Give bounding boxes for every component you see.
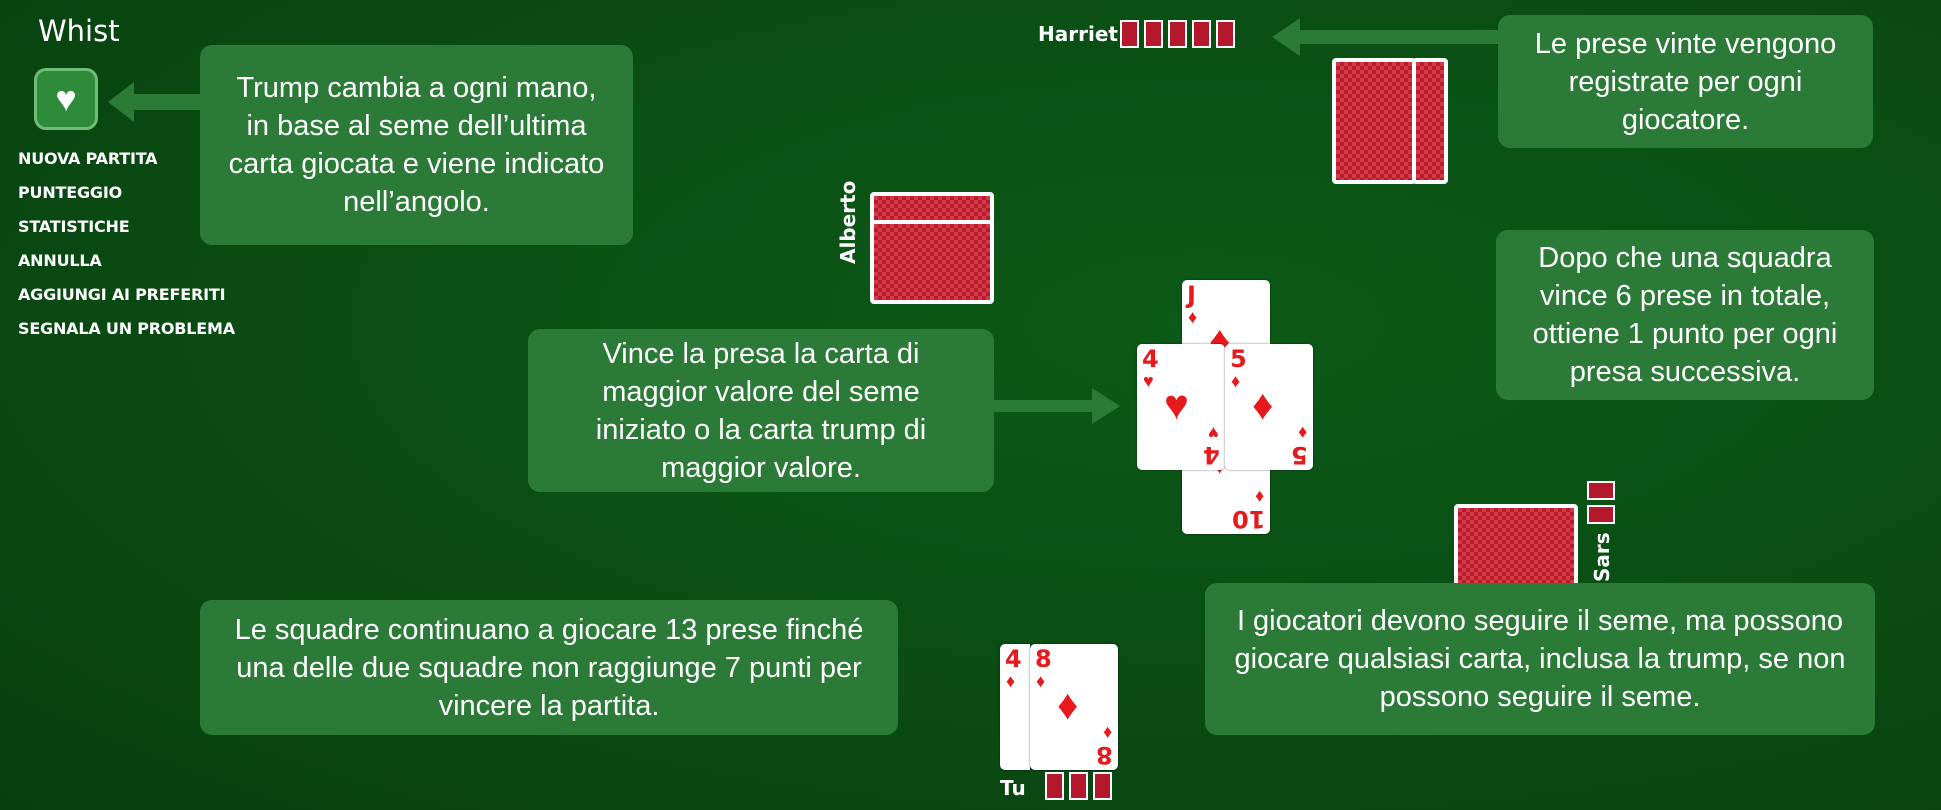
player-name-west: Alberto: [836, 180, 860, 264]
player-name-north: Harriet: [1038, 22, 1118, 46]
menu-statistics[interactable]: STATISTICHE: [18, 217, 130, 236]
tip-trump: Trump cambia a ogni mano, in base al sem…: [200, 45, 633, 245]
trick-marker: [1093, 772, 1112, 800]
menu-undo[interactable]: ANNULLA: [18, 251, 102, 270]
tip-game-end: Le squadre continuano a giocare 13 prese…: [200, 600, 898, 735]
trick-marker: [1069, 772, 1088, 800]
tricks-won-south: [1045, 772, 1112, 800]
heart-icon: ♥: [1143, 371, 1154, 391]
trick-marker: [1168, 20, 1187, 48]
tricks-won-north: [1120, 20, 1235, 48]
trump-indicator: ♥: [34, 68, 98, 130]
heart-icon: ♥: [1208, 423, 1219, 443]
trick-marker: [1120, 20, 1139, 48]
trick-marker: [1587, 481, 1615, 500]
hand-card[interactable]: 8 ♦ ♦ ♦ 8: [1030, 644, 1118, 770]
player-name-south: Tu: [1000, 776, 1026, 800]
hand-card[interactable]: 4 ♦: [1000, 644, 1030, 770]
trick-marker: [1216, 20, 1235, 48]
trick-card-right: 5 ♦ ♦ ♦ 5: [1225, 344, 1313, 470]
card-back-north: [1412, 58, 1448, 184]
tip-follow-suit: I giocatori devono seguire il seme, ma p…: [1205, 583, 1875, 735]
tip-trick-winner: Vince la presa la carta di maggior valor…: [528, 329, 994, 492]
arrow-right-icon: [992, 388, 1120, 429]
game-menu: NUOVA PARTITA PUNTEGGIO STATISTICHE ANNU…: [18, 148, 235, 352]
heart-icon: ♥: [1164, 381, 1189, 428]
arrow-left-icon: [108, 82, 204, 127]
card-back-north: [1332, 58, 1416, 184]
card-back-west: [870, 220, 994, 304]
diamond-icon: ♦: [1297, 423, 1307, 443]
trick-marker: [1192, 20, 1211, 48]
tricks-won-east: [1587, 481, 1615, 524]
card-back-east: [1454, 504, 1578, 588]
trick-marker: [1587, 505, 1615, 524]
menu-report-problem[interactable]: SEGNALA UN PROBLEMA: [18, 319, 235, 338]
diamond-icon: ♦: [1036, 671, 1046, 691]
diamond-icon: ♦: [1254, 487, 1264, 507]
diamond-icon: ♦: [1057, 681, 1079, 728]
menu-score[interactable]: PUNTEGGIO: [18, 183, 122, 202]
diamond-icon: ♦: [1231, 371, 1241, 391]
tip-tricks-recorded: Le prese vinte vengono registrate per og…: [1498, 15, 1873, 148]
trick-marker: [1144, 20, 1163, 48]
diamond-icon: ♦: [1188, 307, 1198, 327]
trick-card-left: 4 ♥ ♥ ♥ 4: [1137, 344, 1225, 470]
trick-marker: [1045, 772, 1064, 800]
diamond-icon: ♦: [1102, 723, 1112, 743]
heart-icon: ♥: [55, 78, 77, 119]
diamond-icon: ♦: [1006, 671, 1016, 691]
menu-add-favorites[interactable]: AGGIUNGI AI PREFERITI: [18, 285, 226, 304]
arrow-left-icon: [1272, 18, 1502, 61]
app-title: Whist: [38, 14, 120, 48]
player-name-east: Sars: [1590, 532, 1614, 582]
diamond-icon: ♦: [1252, 381, 1274, 428]
tip-points: Dopo che una squadra vince 6 prese in to…: [1496, 230, 1874, 400]
menu-new-game[interactable]: NUOVA PARTITA: [18, 149, 158, 168]
